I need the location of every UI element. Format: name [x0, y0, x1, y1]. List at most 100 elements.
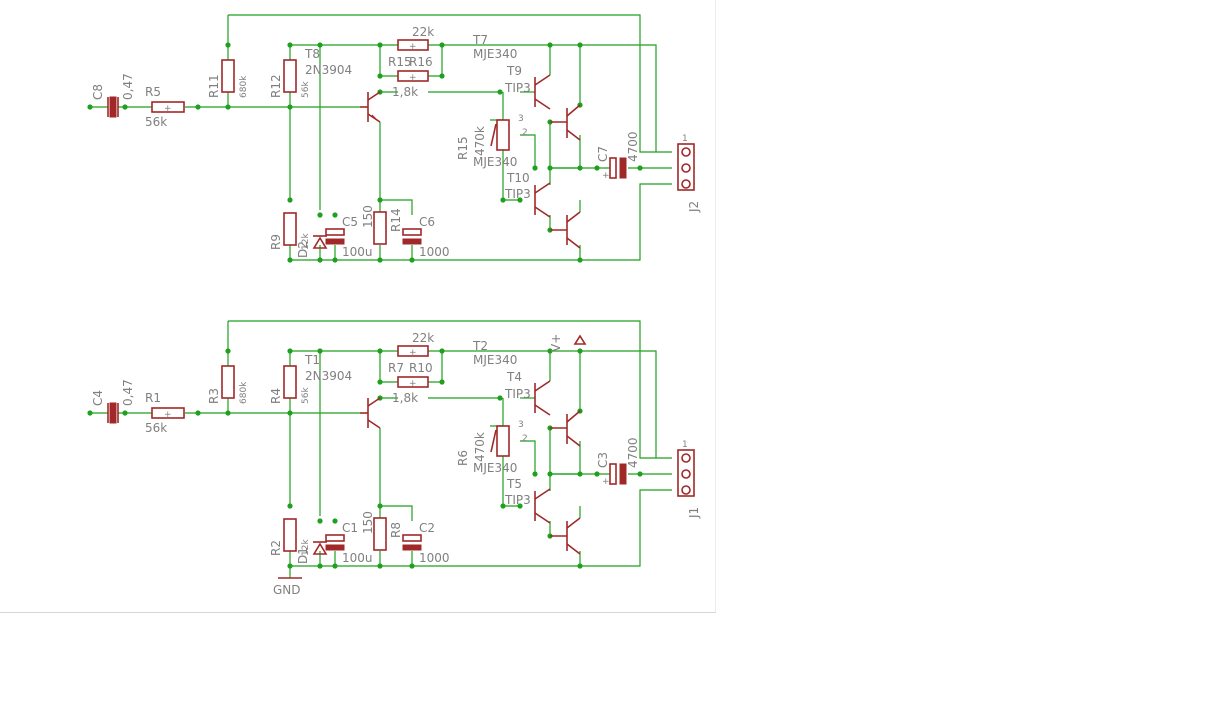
- svg-text:+: +: [409, 379, 417, 389]
- label-R_e: R8: [389, 522, 403, 538]
- pot-pin-3: 3: [518, 114, 524, 124]
- value-T_bot_drv: MJE340: [473, 155, 517, 169]
- value-C_b: 1000: [419, 551, 450, 565]
- transistor-T_in[interactable]: [360, 91, 381, 123]
- label-R_in: R1: [145, 391, 161, 405]
- value-C_e: 100u: [342, 551, 373, 565]
- value-R_bias_top: 680k: [239, 381, 249, 404]
- value-T_drv: MJE340: [473, 353, 517, 367]
- resistor-R_a[interactable]: [283, 365, 297, 399]
- value-T_bot_drv: MJE340: [473, 461, 517, 475]
- label-C_e: C5: [342, 215, 358, 229]
- supply-symbol[interactable]: [573, 334, 587, 345]
- label-T_drv: T2: [472, 339, 488, 353]
- label-T_bot: T5: [506, 477, 522, 491]
- value-R_fb: 22k: [412, 331, 434, 345]
- bias-resistor-top[interactable]: [221, 365, 235, 399]
- transistor-T_top[interactable]: [534, 380, 581, 447]
- value-R_fb: 22k: [412, 25, 434, 39]
- diode[interactable]: [312, 235, 328, 249]
- feedback-resistor[interactable]: +: [397, 345, 429, 358]
- value-T_top: TIP3: [504, 387, 531, 401]
- capacitor-C_b[interactable]: [402, 228, 422, 245]
- capacitor-C_e[interactable]: [325, 534, 345, 551]
- input-capacitor[interactable]: [107, 402, 119, 424]
- svg-text:1: 1: [682, 440, 688, 450]
- label-R_b2: R15: [388, 55, 412, 69]
- value-C_out: 4700: [626, 437, 640, 468]
- label-T_bot: T10: [506, 171, 530, 185]
- value-R_bias_top: 680k: [239, 75, 249, 98]
- output-capacitor[interactable]: +: [602, 463, 627, 487]
- bias-resistor-top[interactable]: [221, 59, 235, 93]
- capacitor-C_b[interactable]: [402, 534, 422, 551]
- trim-potentiometer[interactable]: [490, 119, 510, 151]
- schematic-canvas[interactable]: C8 0,47 + R5 56k R11 680k R12 56k R9 12k: [0, 0, 716, 613]
- transistor-T_bot[interactable]: [534, 488, 581, 555]
- input-capacitor[interactable]: [107, 96, 119, 118]
- label-R_b: R16: [409, 55, 433, 69]
- input-resistor[interactable]: +: [151, 101, 185, 114]
- svg-text:+: +: [164, 104, 172, 114]
- value-R_in: 56k: [145, 421, 167, 435]
- value-T_in: 2N3904: [305, 369, 352, 383]
- transistor-T_in[interactable]: [360, 397, 381, 429]
- transistor-T_top[interactable]: [534, 74, 581, 141]
- pot-pin-2: 2: [522, 128, 528, 138]
- value-T_top: TIP3: [504, 81, 531, 95]
- diode[interactable]: [312, 541, 328, 555]
- resistor-R_e[interactable]: [373, 517, 387, 551]
- value-R_a: 56k: [301, 387, 311, 404]
- svg-text:+: +: [602, 477, 610, 487]
- pot-pin-3: 3: [518, 420, 524, 430]
- resistor-R_b[interactable]: +: [397, 376, 429, 389]
- schematic-svg: C8 0,47 + R5 56k R11 680k R12 56k R9 12k: [87, 14, 701, 597]
- svg-text:+: +: [409, 42, 417, 52]
- value-T_drv: MJE340: [473, 47, 517, 61]
- ground-label: GND: [273, 583, 301, 597]
- feedback-resistor[interactable]: +: [397, 39, 429, 52]
- value-R_in: 56k: [145, 115, 167, 129]
- supply-label: V+: [549, 334, 563, 352]
- svg-text:+: +: [164, 410, 172, 420]
- label-R_b2: R7: [388, 361, 404, 375]
- output-capacitor[interactable]: +: [602, 157, 627, 181]
- resistor-R_low[interactable]: [283, 518, 297, 552]
- label-C_out: C3: [596, 452, 610, 468]
- amplifier-channel-top: C8 0,47 + R5 56k R11 680k R12 56k R9 12k: [87, 14, 701, 263]
- label-D: D2: [296, 241, 310, 258]
- value-C_b: 1000: [419, 245, 450, 259]
- value-R_low: 12k: [301, 539, 311, 556]
- svg-text:+: +: [409, 348, 417, 358]
- resistor-R_low[interactable]: [283, 212, 297, 246]
- value-C_in: 0,47: [121, 379, 135, 406]
- svg-text:+: +: [602, 171, 610, 181]
- transistor-T_bot[interactable]: [534, 182, 581, 249]
- label-T_drv: T7: [472, 33, 488, 47]
- value-C_out: 4700: [626, 131, 640, 162]
- output-connector[interactable]: 1: [677, 134, 695, 191]
- label-C_b: C2: [419, 521, 435, 535]
- resistor-R_b[interactable]: +: [397, 70, 429, 83]
- value-C_e: 100u: [342, 245, 373, 259]
- value-R_e: 150: [361, 205, 375, 228]
- svg-text:1: 1: [682, 134, 688, 144]
- svg-text:+: +: [409, 73, 417, 83]
- value-R_low: 12k: [301, 233, 311, 250]
- label-D: D1: [296, 547, 310, 564]
- resistor-R_a[interactable]: [283, 59, 297, 93]
- value-T_in: 2N3904: [305, 63, 352, 77]
- label-R_in: R5: [145, 85, 161, 99]
- value-R_a: 56k: [301, 81, 311, 98]
- value-Pot: 470k: [473, 432, 487, 462]
- label-T_top: T9: [506, 64, 522, 78]
- label-R_low: R2: [269, 540, 283, 556]
- output-connector[interactable]: 1: [677, 440, 695, 497]
- resistor-R_e[interactable]: [373, 211, 387, 245]
- value-C_in: 0,47: [121, 73, 135, 100]
- capacitor-C_e[interactable]: [325, 228, 345, 245]
- trim-potentiometer[interactable]: [490, 425, 510, 457]
- label-R_low: R9: [269, 234, 283, 250]
- input-resistor[interactable]: +: [151, 407, 185, 420]
- pot-pin-2: 2: [522, 434, 528, 444]
